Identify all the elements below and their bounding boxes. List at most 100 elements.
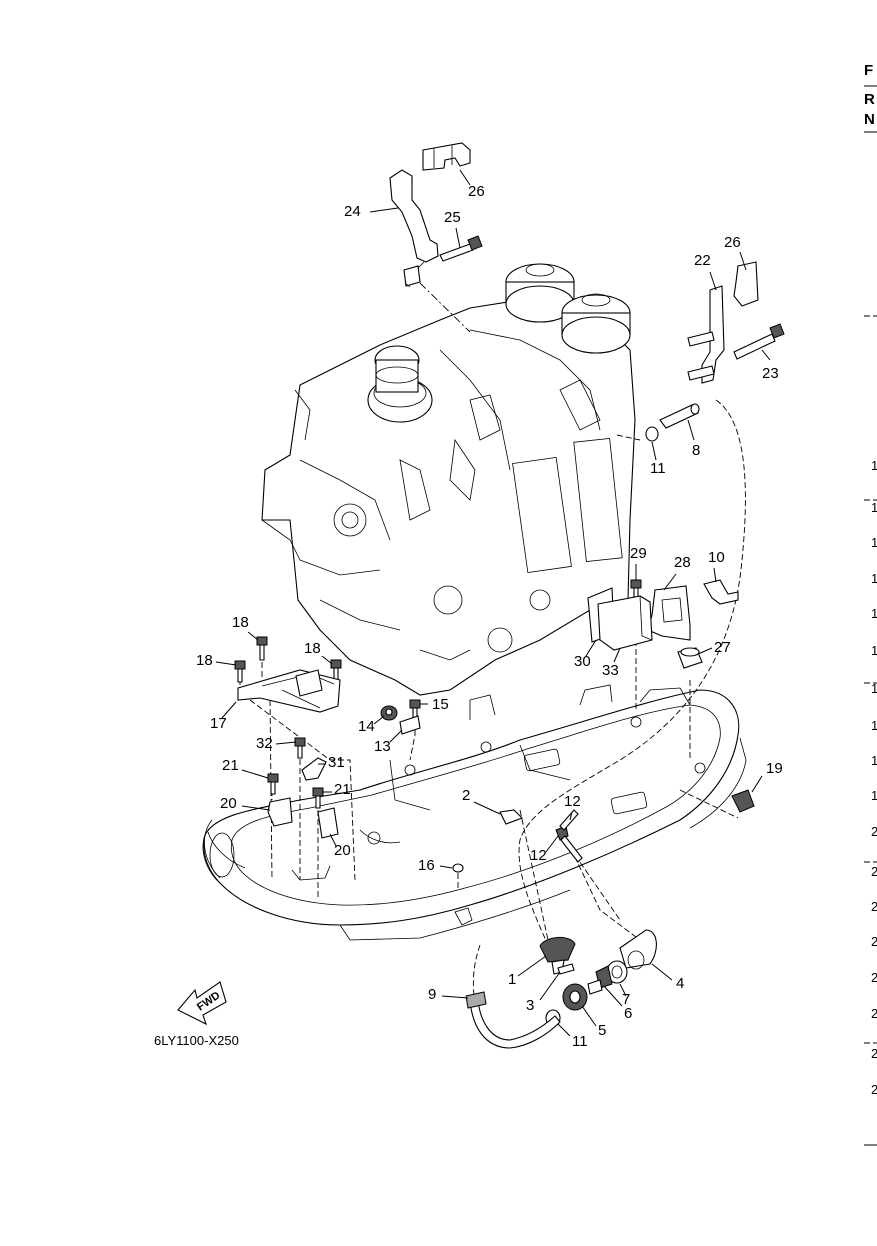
fwd-arrow-icon: FWD: [177, 981, 227, 1026]
right-edge-table: [864, 85, 877, 1146]
edge-row-number: 1: [871, 500, 877, 515]
callout-leader-18: [215, 661, 237, 666]
callout-28: 28: [674, 554, 691, 571]
edge-row-number: 1: [871, 606, 877, 621]
part-8-hose: [659, 403, 700, 429]
callout-leader-27: [697, 647, 713, 655]
part-20-clamps: [267, 797, 339, 839]
edge-row-number: 1: [871, 535, 877, 550]
callout-26: 26: [468, 183, 485, 200]
callout-7: 7: [622, 991, 630, 1008]
callout-leader-5: [581, 1005, 597, 1027]
callout-leader-12: [545, 835, 559, 853]
callout-leader-13: [389, 729, 403, 743]
callout-leader-2: [473, 801, 501, 815]
part-1-grommet: [539, 937, 576, 975]
callout-leader-11: [557, 1023, 571, 1037]
callout-11: 11: [650, 460, 666, 477]
edge-row-number: 2: [871, 1082, 877, 1097]
part-26-right: [733, 261, 759, 307]
part-10-clip: [703, 579, 739, 605]
part-5-nut: [562, 983, 588, 1011]
callout-1: 1: [508, 971, 516, 988]
part-26-top: [422, 142, 471, 171]
callout-4: 4: [676, 975, 684, 992]
callout-9: 9: [428, 986, 436, 1003]
callout-16: 16: [418, 857, 435, 874]
callout-21: 21: [222, 757, 239, 774]
callout-5: 5: [598, 1022, 606, 1039]
part-21-bolts: [267, 773, 324, 809]
edge-row-number: 1: [871, 643, 877, 658]
part-12-screws: [555, 809, 583, 863]
edge-row-number: 2: [871, 864, 877, 879]
callout-27: 27: [714, 639, 731, 656]
engine-block: [261, 263, 636, 696]
callout-leader-6: [603, 985, 623, 1007]
callout-6: 6: [624, 1005, 632, 1022]
edge-row-number: 1: [871, 718, 877, 733]
part-15-bolt: [409, 699, 421, 719]
part-6-fitting: [587, 965, 613, 995]
callout-leader-33: [613, 647, 621, 663]
callout-leader-20: [241, 805, 271, 811]
edge-row-number: 1: [871, 571, 877, 586]
edge-row-number: 2: [871, 899, 877, 914]
part-32-bolt: [294, 737, 306, 759]
bottom-cowling: [202, 684, 747, 941]
callout-leader-21: [241, 769, 269, 779]
part-2-plug: [499, 809, 523, 825]
callout-leader-32: [275, 741, 297, 745]
callout-leader-10: [713, 567, 717, 583]
part-27-grommet: [677, 647, 703, 669]
callout-leader-26: [739, 251, 747, 271]
callout-30: 30: [574, 653, 591, 670]
edge-header-letter: N: [864, 111, 875, 128]
part-31-clamp: [301, 757, 327, 781]
callout-12: 12: [564, 793, 581, 810]
callout-leader-14: [373, 715, 385, 725]
callout-32: 32: [256, 735, 273, 752]
callout-8: 8: [692, 442, 700, 459]
callout-29: 29: [630, 545, 647, 562]
callout-leader-3: [539, 971, 561, 1001]
edge-row-number: 2: [871, 1046, 877, 1061]
edge-header-letter: F: [864, 62, 873, 79]
callout-14: 14: [358, 718, 375, 735]
part-17-bracket: [237, 669, 341, 713]
callout-19: 19: [766, 760, 783, 777]
callout-3: 3: [526, 997, 534, 1014]
part-4-guide: [619, 929, 657, 970]
edge-header-letter: R: [864, 91, 875, 108]
callout-21: 21: [334, 781, 351, 798]
edge-row-number: 2: [871, 824, 877, 839]
edge-row-number: 2: [871, 1006, 877, 1021]
part-13-plate: [399, 715, 421, 735]
callout-18: 18: [304, 640, 321, 657]
callout-leader-9: [441, 995, 469, 999]
callout-22: 22: [694, 252, 711, 269]
callout-leader-25: [455, 227, 461, 249]
callout-leader-26: [459, 169, 471, 186]
part-33-module: [597, 595, 653, 651]
edge-row-number: 2: [871, 970, 877, 985]
callout-25: 25: [444, 209, 461, 226]
part-16-cap: [452, 863, 464, 873]
callout-leader-16: [439, 865, 453, 869]
callout-12: 12: [530, 847, 547, 864]
part-9-hose: [465, 991, 561, 1049]
part-24-bracket: [389, 169, 439, 288]
callout-24: 24: [344, 203, 361, 220]
callout-leader-8: [687, 419, 695, 441]
edge-row-number: 1: [871, 458, 877, 473]
callout-31: 31: [328, 754, 345, 771]
part-18-bolts: [234, 636, 342, 683]
callout-2: 2: [462, 787, 470, 804]
callout-18: 18: [232, 614, 249, 631]
edge-row-number: 1: [871, 788, 877, 803]
part-11-clamp-upper: [645, 426, 659, 442]
callout-leader-7: [619, 983, 627, 997]
callout-leader-18: [321, 655, 333, 665]
